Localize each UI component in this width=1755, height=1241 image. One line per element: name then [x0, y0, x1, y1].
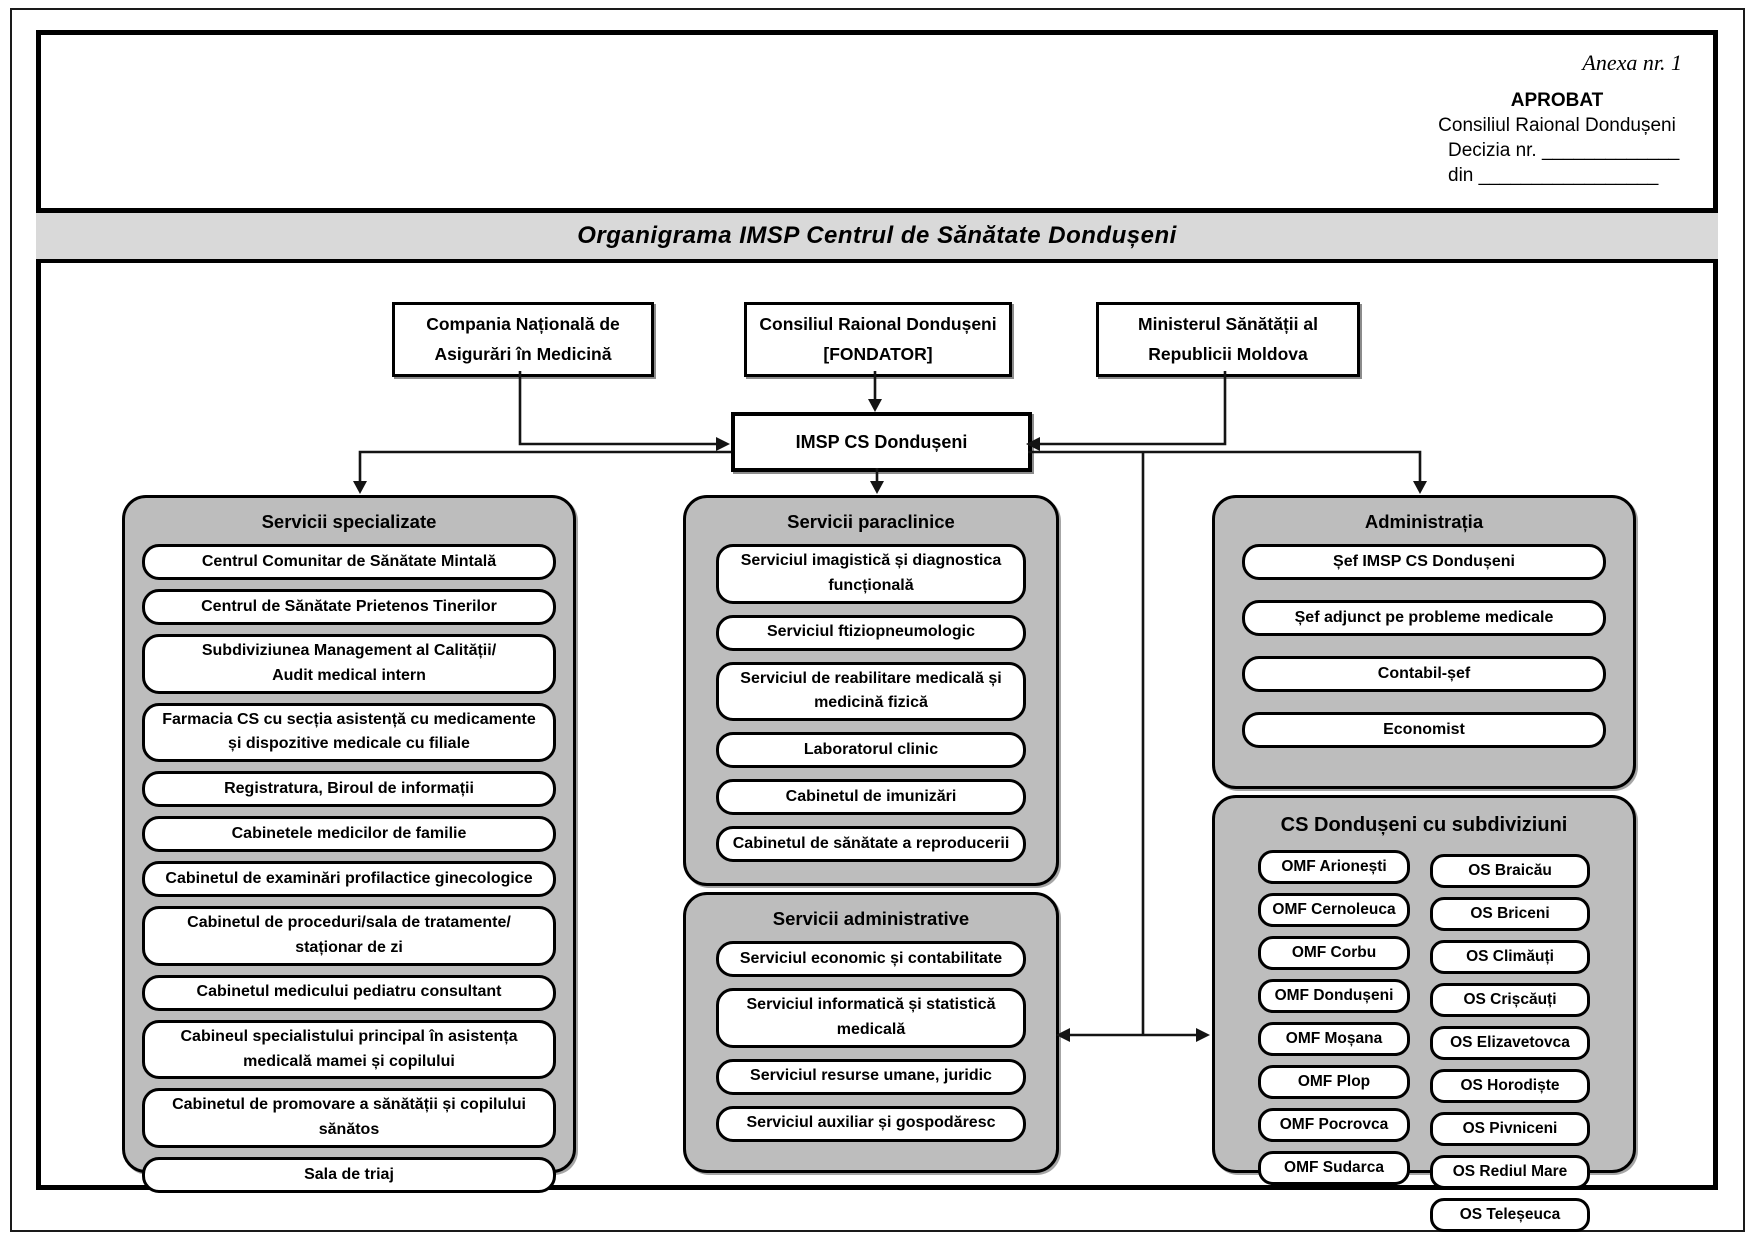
org-item: OMF Arionești [1258, 850, 1410, 885]
box-ministerul-sanatatii: Ministerul Sănătății al Republicii Moldo… [1096, 302, 1360, 377]
org-item: OMF Moșana [1258, 1022, 1410, 1057]
org-item: Cabinetul medicului pediatru consultant [142, 974, 556, 1011]
section-servicii-specializate: Servicii specializate Centrul Comunitar … [122, 495, 576, 1193]
org-item: OMF Dondușeni [1258, 979, 1410, 1014]
section-header: CS Dondușeni cu subdiviziuni [1280, 814, 1568, 836]
org-item: Șef IMSP CS Dondușeni [1242, 544, 1606, 580]
org-item: OS Pivniceni [1430, 1112, 1590, 1147]
section-administratia: Administrația Șef IMSP CS Dondușeni Șef … [1212, 495, 1636, 789]
approver-name: Consiliul Raional Dondușeni [1438, 115, 1676, 136]
org-item: Cabinetul de imunizări [716, 779, 1026, 816]
section-servicii-paraclinice: Servicii paraclinice Serviciul imagistic… [683, 495, 1059, 886]
org-item: OS Crișcăuți [1430, 983, 1590, 1018]
org-item: Farmacia CS cu secția asistență cu medic… [142, 702, 556, 763]
org-item: Subdiviziunea Management al Calității/ A… [142, 634, 556, 694]
org-item: Serviciul ftiziopneumologic [716, 614, 1026, 651]
section-subdiviziuni: CS Dondușeni cu subdiviziuni OMF Arioneș… [1212, 795, 1636, 1233]
org-item: Laboratorul clinic [716, 732, 1026, 769]
org-item: Șef adjunct pe probleme medicale [1242, 600, 1606, 636]
subdivision-columns: OMF Arionești OMF Cernoleuca OMF Corbu O… [1258, 850, 1590, 1233]
org-item: OS Braicău [1430, 854, 1590, 889]
org-item: Serviciul imagistică și diagnostica func… [716, 544, 1026, 604]
section-header: Servicii specializate [261, 511, 437, 532]
org-item: Contabil-șef [1242, 656, 1606, 692]
outer-border [10, 8, 1745, 1232]
box-ministerul-line1: Ministerul Sănătății al [1138, 313, 1318, 334]
org-item: OS Teleșeuca [1430, 1198, 1590, 1233]
org-item: Cabinetul de sănătate a reproducerii [716, 826, 1026, 863]
org-item: Centrul de Sănătate Prietenos Tinerilor [142, 589, 556, 625]
box-consiliul-line2: [FONDATOR] [823, 343, 933, 364]
omf-column: OMF Arionești OMF Cernoleuca OMF Corbu O… [1258, 850, 1410, 1232]
box-compania-nationala: Compania Națională de Asigurări în Medic… [392, 302, 654, 377]
org-item: Cabinetul de promovare a sănătății și co… [142, 1088, 556, 1148]
decision-number-line: Decizia nr. _____________ [1448, 140, 1680, 161]
decision-date-line: din _________________ [1448, 165, 1659, 186]
org-item: Sala de triaj [142, 1156, 556, 1193]
org-item: OMF Corbu [1258, 936, 1410, 971]
org-item: Cabinetele medicilor de familie [142, 816, 556, 853]
org-item: OMF Cernoleuca [1258, 893, 1410, 928]
approved-label: APROBAT [1510, 90, 1604, 111]
box-consiliul-raional: Consiliul Raional Dondușeni [FONDATOR] [744, 302, 1012, 377]
org-item: Cabinetul de examinări profilactice gine… [142, 861, 556, 898]
org-item: OS Briceni [1430, 897, 1590, 932]
box-imsp-cs-donduseni: IMSP CS Dondușeni [731, 412, 1032, 472]
org-item: Cabineul specialistului principal în asi… [142, 1019, 556, 1080]
section-header: Servicii administrative [772, 908, 970, 929]
section-header: Servicii paraclinice [787, 511, 955, 532]
section-header: Administrația [1364, 511, 1484, 532]
org-item: Registratura, Biroul de informații [142, 771, 556, 808]
org-item: OS Rediul Mare [1430, 1155, 1590, 1190]
org-item: Serviciul auxiliar și gospodăresc [716, 1105, 1026, 1142]
org-item: Serviciul de reabilitare medicală și med… [716, 661, 1026, 722]
os-column: OS Braicău OS Briceni OS Climăuți OS Cri… [1430, 850, 1590, 1233]
org-item: Serviciul resurse umane, juridic [716, 1058, 1026, 1095]
org-item: OMF Pocrovca [1258, 1108, 1410, 1143]
box-consiliul-line1: Consiliul Raional Dondușeni [759, 313, 997, 334]
org-item: OS Horodiște [1430, 1069, 1590, 1104]
org-item: OS Elizavetovca [1430, 1026, 1590, 1061]
org-item: Serviciul economic și contabilitate [716, 941, 1026, 977]
box-compania-line1: Compania Națională de [426, 313, 620, 334]
inner-border [36, 30, 1718, 1190]
org-item: Centrul Comunitar de Sănătate Mintală [142, 544, 556, 580]
org-item: OMF Plop [1258, 1065, 1410, 1100]
box-ministerul-line2: Republicii Moldova [1148, 343, 1308, 364]
org-item: Cabinetul de proceduri/sala de tratament… [142, 906, 556, 966]
org-item: OMF Sudarca [1258, 1151, 1410, 1186]
page-title: Organigrama IMSP Centrul de Sănătate Don… [577, 222, 1177, 249]
box-compania-line2: Asigurări în Medicină [434, 343, 612, 364]
org-item: OS Climăuți [1430, 940, 1590, 975]
section-servicii-administrative: Servicii administrative Serviciul econom… [683, 892, 1059, 1173]
annex-number: Anexa nr. 1 [1582, 50, 1682, 75]
title-band: Organigrama IMSP Centrul de Sănătate Don… [36, 208, 1718, 263]
org-item: Serviciul informatică și statistică medi… [716, 988, 1026, 1048]
org-item: Economist [1242, 712, 1606, 748]
